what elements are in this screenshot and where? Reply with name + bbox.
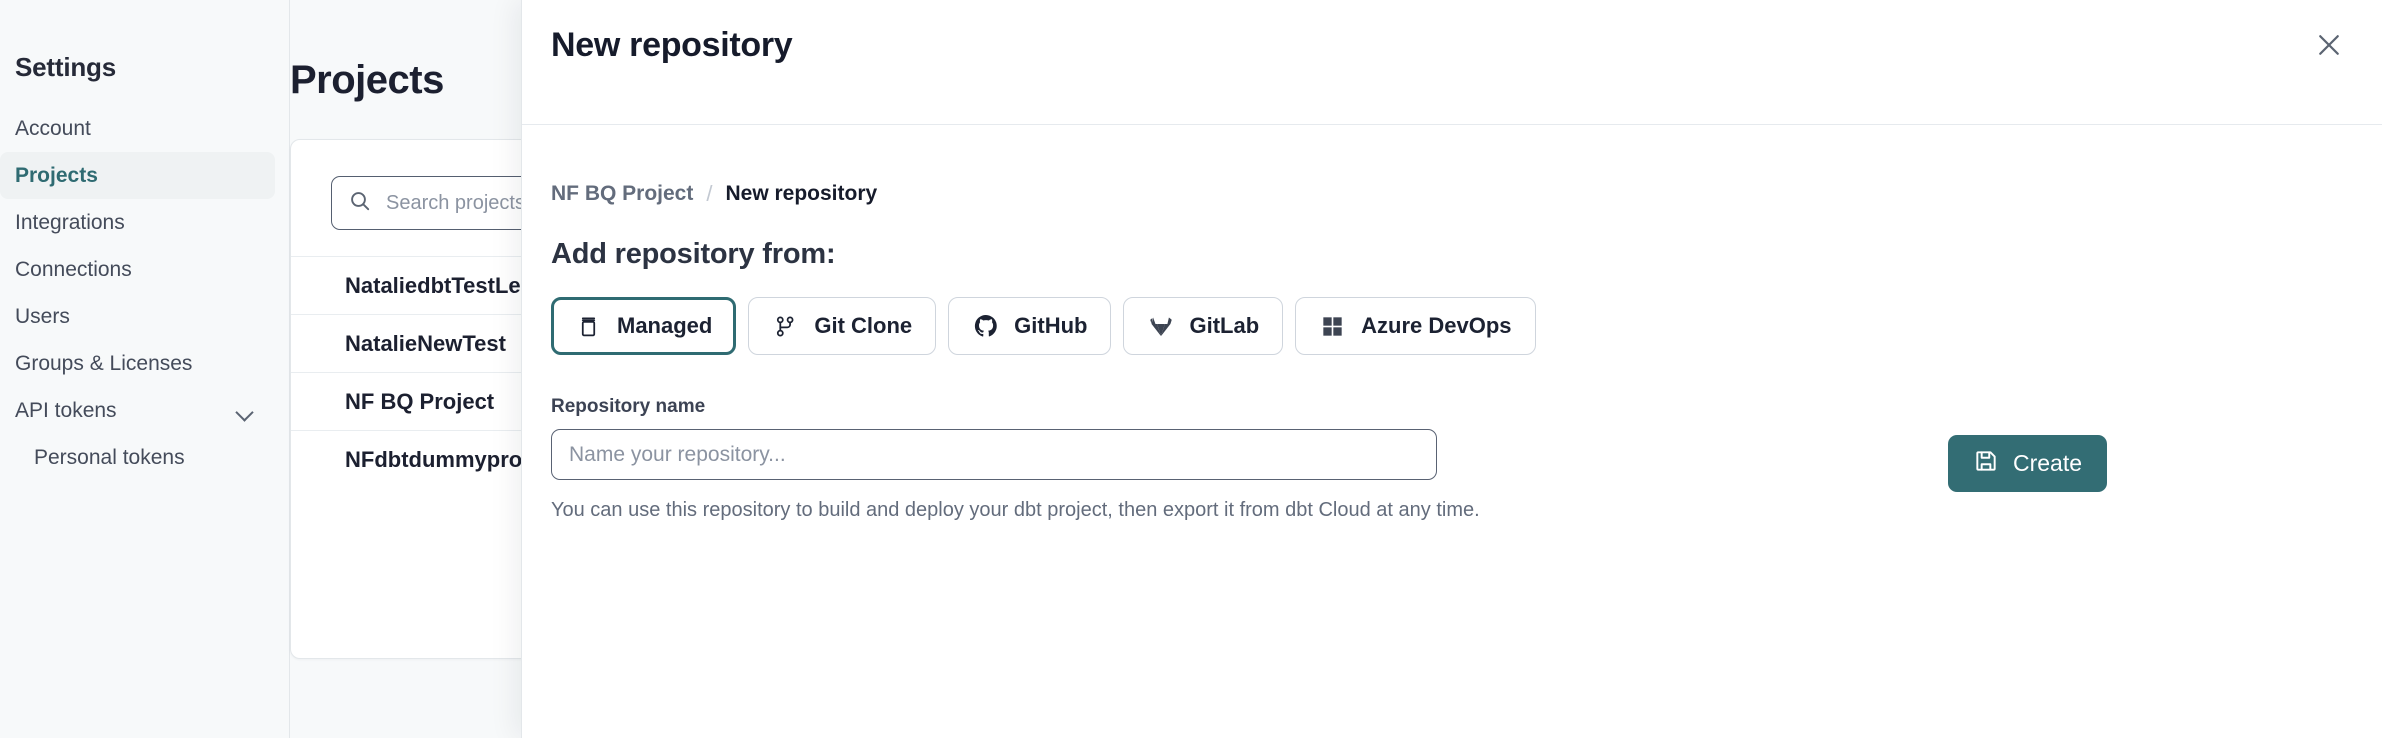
repository-name-field-row [551,429,2352,480]
new-repository-drawer: New repository NF BQ Project / New repos… [521,0,2382,738]
sidebar-item-label: Account [15,116,91,140]
close-icon[interactable] [2306,22,2352,68]
sidebar-item-integrations[interactable]: Integrations [0,199,275,246]
github-icon [972,313,999,340]
breadcrumb-separator: / [706,181,713,206]
search-icon [348,189,372,218]
sidebar-item-label: Connections [15,257,132,281]
gitlab-icon [1147,313,1174,340]
create-button[interactable]: Create [1948,435,2108,492]
sidebar-item-label: Projects [15,163,98,187]
create-button-label: Create [2013,450,2083,476]
add-repository-from-heading: Add repository from: [551,238,836,270]
database-icon [575,313,602,340]
source-option-azure-devops[interactable]: Azure DevOps [1295,297,1536,355]
chevron-down-icon[interactable] [237,406,255,416]
sidebar-item-account[interactable]: Account [0,105,275,152]
breadcrumb: NF BQ Project / New repository [551,181,2352,207]
source-option-gitlab[interactable]: GitLab [1123,297,1284,355]
sidebar-item-label: API tokens [15,398,117,422]
drawer-header: New repository [522,0,2382,125]
breadcrumb-parent-link[interactable]: NF BQ Project [551,182,694,205]
source-option-managed[interactable]: Managed [551,297,737,355]
git-branch-icon [772,313,799,340]
sidebar-title: Settings [15,52,116,82]
sidebar-item-label: Integrations [15,210,125,234]
source-option-label: GitHub [1014,313,1088,338]
source-option-github[interactable]: GitHub [948,297,1112,355]
project-name: NF BQ Project [345,388,495,414]
repository-source-options: Managed Git Clone GitHub GitLab Azure DevOps [551,297,2352,355]
sidebar-item-label: Personal tokens [34,445,185,469]
azure-devops-icon [1319,313,1346,340]
sidebar-item-connections[interactable]: Connections [0,246,275,293]
source-option-label: Managed [617,313,713,338]
drawer-body: NF BQ Project / New repository Add repos… [522,125,2382,522]
sidebar-item-users[interactable]: Users [0,293,275,340]
source-option-label: Azure DevOps [1361,313,1512,338]
source-option-label: GitLab [1189,313,1260,338]
source-option-git-clone[interactable]: Git Clone [748,297,937,355]
sidebar-item-label: Groups & Licenses [15,351,193,375]
breadcrumb-current: New repository [725,182,878,205]
source-option-label: Git Clone [814,313,913,338]
repository-name-input[interactable] [551,429,1437,480]
sidebar-item-api-tokens[interactable]: API tokens [0,387,275,434]
sidebar-item-groups-licenses[interactable]: Groups & Licenses [0,340,275,387]
repository-help-text: You can use this repository to build and… [551,499,1480,521]
sidebar-item-projects[interactable]: Projects [0,152,275,199]
sidebar-item-personal-tokens[interactable]: Personal tokens [0,434,275,481]
drawer-title: New repository [551,26,793,64]
save-icon [1973,448,1999,480]
page-title: Projects [290,58,444,102]
repository-name-label: Repository name [551,396,706,417]
project-name: NatalieNewTest [345,330,506,356]
sidebar-item-label: Users [15,304,70,328]
